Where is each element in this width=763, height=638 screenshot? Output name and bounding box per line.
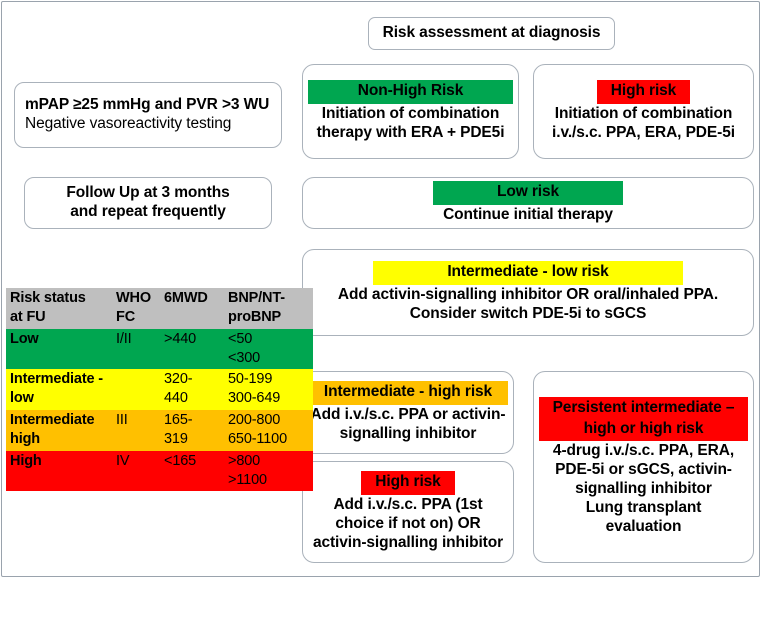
low-risk-line-1: Continue initial therapy: [443, 205, 613, 223]
cell-status-bold: High: [10, 452, 42, 469]
cell-risk-status: Intermediate - low: [6, 369, 112, 411]
intermediate-low-risk-box: Intermediate - low risk Add activin-sign…: [302, 249, 754, 336]
cell-6mwd: 165- 319: [160, 410, 224, 451]
cell-status-bold: Intermediate -: [10, 371, 103, 388]
high-risk-diagnosis-line-1: Initiation of combination: [554, 104, 733, 122]
high-risk-diagnosis-line-2: i.v./s.c. PPA, ERA, PDE-5i: [552, 123, 735, 141]
page-title: Risk assessment at diagnosis: [382, 24, 601, 42]
cell-bnp-line-1: >800: [228, 452, 261, 469]
cell-6mwd: 320- 440: [160, 369, 224, 411]
cell-bnp: 200-800 650-1100: [224, 410, 313, 451]
cell-bnp: >800 >1100: [224, 450, 313, 492]
header-risk-status-line-1: Risk status: [10, 290, 86, 306]
high-risk-fu-badge-holder: High risk: [308, 471, 508, 495]
header-6mwd-label: 6MWD: [164, 290, 208, 306]
low-risk-badge: Low risk: [433, 181, 623, 205]
risk-status-table: Risk status at FU WHO FC 6MWD BNP/NT- pr…: [6, 288, 313, 492]
header-risk-status-line-2: at FU: [10, 308, 46, 325]
cell-risk-status: Intermediate high: [6, 410, 112, 451]
intermediate-low-risk-badge: Intermediate - low risk: [373, 261, 683, 285]
intermediate-high-risk-badge: Intermediate - high risk: [308, 381, 508, 405]
cell-who-fc: I/II: [112, 328, 160, 370]
high-risk-fu-line-1: Add i.v./s.c. PPA (1st: [333, 495, 483, 513]
persistent-risk-badge-line-2: high or high risk: [583, 419, 704, 437]
high-risk-badge-holder: High risk: [539, 80, 748, 104]
cell-6mwd-line-1: >440: [164, 330, 197, 347]
high-risk-badge: High risk: [596, 80, 691, 104]
persistent-line-1: 4-drug i.v./s.c. PPA, ERA,: [552, 442, 735, 460]
cell-bnp-line-1: 50-199: [228, 371, 273, 388]
table-row: Intermediate high III 165- 319 200-800 6…: [6, 410, 313, 451]
cell-bnp-line-2: >1100: [228, 471, 267, 488]
header-risk-status: Risk status at FU: [6, 288, 112, 329]
cell-bnp: 50-199 300-649: [224, 369, 313, 411]
header-bnp: BNP/NT- proBNP: [224, 288, 313, 329]
cell-bnp-line-2: <300: [228, 349, 261, 366]
persistent-line-3: signalling inhibitor: [575, 480, 712, 497]
follow-up-box: Follow Up at 3 months and repeat frequen…: [24, 177, 272, 229]
header-who-fc-line-1: WHO: [116, 290, 151, 306]
high-risk-fu-line-3: activin-signalling inhibitor: [312, 533, 504, 551]
cell-status-rest: high: [10, 430, 41, 447]
intermediate-high-risk-line-2: signalling inhibitor: [339, 424, 477, 442]
cell-bnp-line-1: <50: [228, 330, 253, 347]
high-risk-fu-badge: High risk: [361, 471, 455, 495]
high-risk-diagnosis-box: High risk Initiation of combination i.v.…: [533, 64, 754, 159]
header-who-fc-line-2: FC: [116, 308, 136, 325]
non-high-risk-badge: Non-High Risk: [308, 80, 513, 104]
cell-who-fc: IV: [112, 450, 160, 492]
high-risk-fu-line-2: choice if not on) OR: [335, 514, 481, 532]
header-bnp-line-2: proBNP: [228, 308, 282, 325]
cell-bnp-line-1: 200-800: [228, 412, 281, 429]
intermediate-high-risk-line-1: Add i.v./s.c. PPA or activin-: [310, 405, 506, 423]
intermediate-low-risk-line-2: Consider switch PDE-5i to sGCS: [409, 304, 647, 322]
cell-6mwd-line-1: <165: [164, 452, 197, 469]
low-risk-box: Low risk Continue initial therapy: [302, 177, 754, 229]
table-row: Low I/II >440 <50 <300: [6, 328, 313, 370]
cell-6mwd-line-1: 320-: [164, 371, 193, 388]
cell-risk-status: High: [6, 450, 112, 492]
non-high-risk-line-1: Initiation of combination: [321, 104, 500, 122]
cell-6mwd-line-2: 440: [164, 390, 188, 407]
persistent-line-4: Lung transplant: [585, 498, 702, 516]
follow-up-line-1: Follow Up at 3 months: [66, 184, 230, 202]
persistent-line-5: evaluation: [605, 517, 682, 535]
cell-status-rest: low: [10, 390, 34, 407]
diagnostic-criteria-box: mPAP ≥25 mmHg and PVR >3 WU Negative vas…: [14, 82, 282, 148]
persistent-risk-badge-line-1: Persistent intermediate –: [552, 399, 735, 417]
cell-bnp-line-2: 650-1100: [228, 430, 288, 447]
risk-assessment-title-box: Risk assessment at diagnosis: [368, 17, 615, 50]
table-row: Intermediate - low 320- 440 50-199 300-6…: [6, 369, 313, 411]
persistent-line-2: PDE-5i or sGCS, activin-: [555, 461, 732, 479]
table-header-row: Risk status at FU WHO FC 6MWD BNP/NT- pr…: [6, 288, 313, 329]
cell-bnp: <50 <300: [224, 328, 313, 370]
cell-status-bold: Low: [10, 330, 39, 347]
intermediate-low-risk-line-1: Add activin-signalling inhibitor OR oral…: [337, 285, 719, 303]
header-6mwd: 6MWD: [160, 288, 224, 329]
non-high-risk-line-2: therapy with ERA + PDE5i: [316, 123, 505, 141]
table-row: High IV <165 >800 >1100: [6, 450, 313, 492]
header-bnp-line-1: BNP/NT-: [228, 290, 285, 306]
cell-6mwd-line-1: 165-: [164, 412, 193, 429]
persistent-risk-badge: Persistent intermediate – high or high r…: [539, 397, 748, 442]
criteria-line-1: mPAP ≥25 mmHg and PVR >3 WU: [25, 96, 270, 114]
cell-who-fc: III: [112, 410, 160, 451]
persistent-risk-box: Persistent intermediate – high or high r…: [533, 371, 754, 563]
cell-6mwd: <165: [160, 450, 224, 492]
cell-risk-status: Low: [6, 328, 112, 370]
cell-status-bold: Intermediate: [10, 412, 95, 429]
header-who-fc: WHO FC: [112, 288, 160, 329]
high-risk-follow-up-box: High risk Add i.v./s.c. PPA (1st choice …: [302, 461, 514, 563]
criteria-line-2: Negative vasoreactivity testing: [25, 115, 232, 132]
follow-up-line-2: and repeat frequently: [70, 203, 226, 220]
intermediate-high-risk-box: Intermediate - high risk Add i.v./s.c. P…: [302, 371, 514, 454]
cell-who-fc: [112, 369, 160, 411]
cell-6mwd-line-2: 319: [164, 430, 188, 447]
cell-bnp-line-2: 300-649: [228, 390, 281, 407]
cell-6mwd: >440: [160, 328, 224, 370]
non-high-risk-box: Non-High Risk Initiation of combination …: [302, 64, 519, 159]
